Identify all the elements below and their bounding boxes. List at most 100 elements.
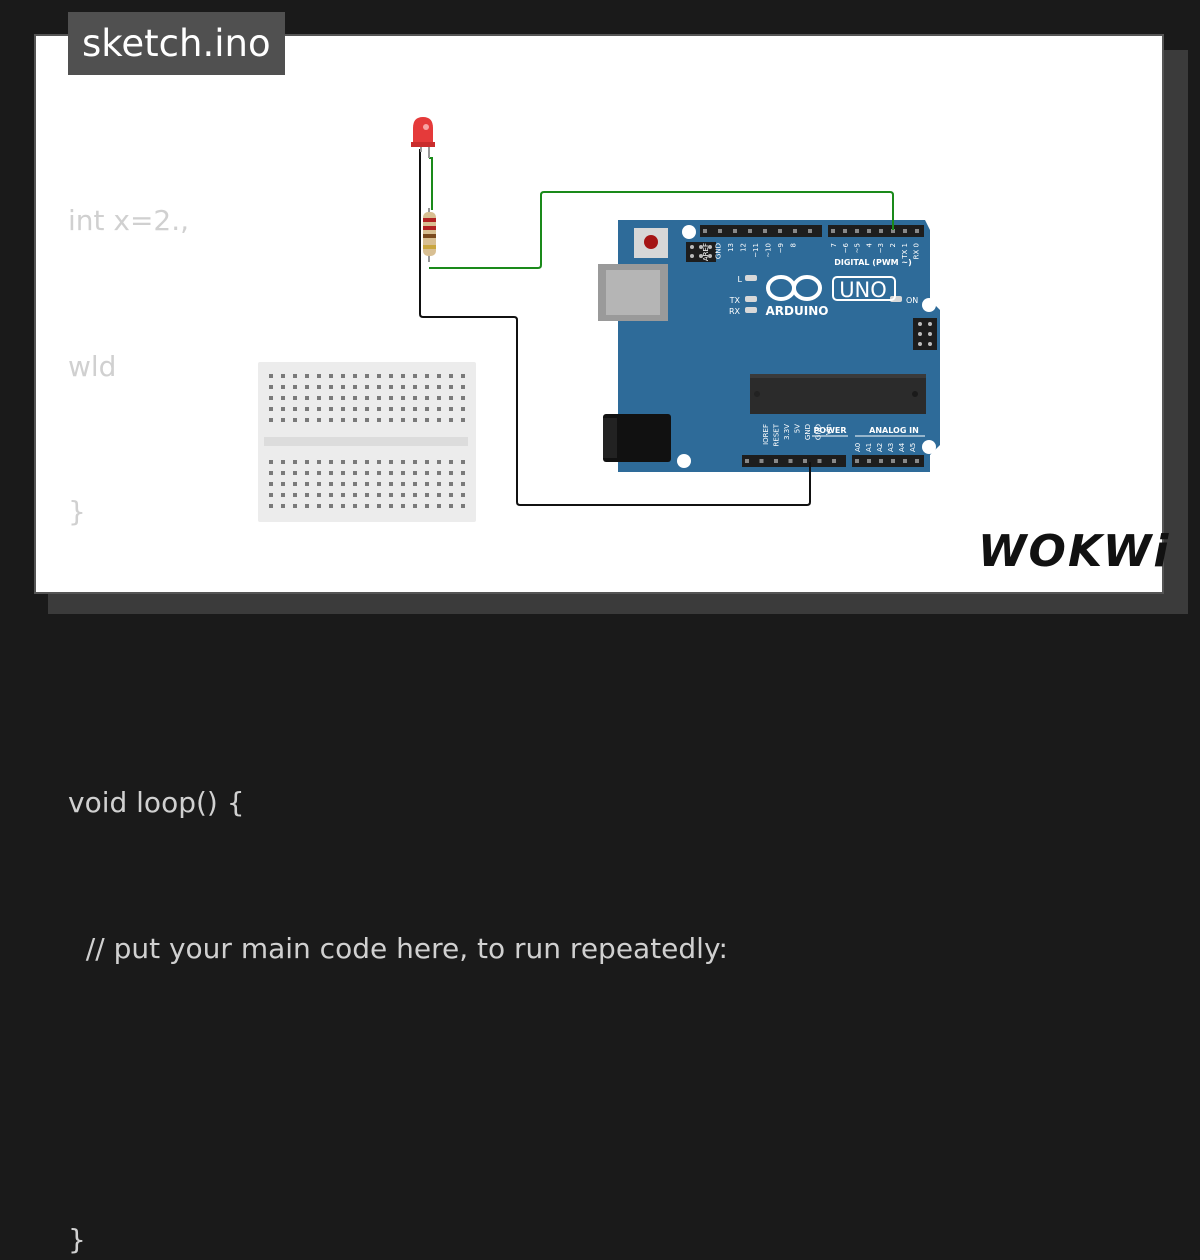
breadboard-hole xyxy=(317,418,321,422)
breadboard-hole xyxy=(305,418,309,422)
on-label: ON xyxy=(906,296,918,305)
breadboard[interactable] xyxy=(258,362,476,522)
pin-label: A1 xyxy=(865,443,873,452)
breadboard-hole xyxy=(293,385,297,389)
header-pin xyxy=(774,459,778,463)
breadboard-hole xyxy=(461,482,465,486)
breadboard-hole xyxy=(437,418,441,422)
breadboard-hole xyxy=(341,482,345,486)
header-pin xyxy=(748,229,752,233)
pin-label: 12 xyxy=(740,243,748,252)
breadboard-hole xyxy=(341,471,345,475)
breadboard-hole xyxy=(449,385,453,389)
breadboard-hole xyxy=(437,460,441,464)
breadboard-hole xyxy=(305,385,309,389)
breadboard-hole xyxy=(413,385,417,389)
breadboard-hole xyxy=(449,396,453,400)
breadboard-hole xyxy=(401,460,405,464)
header-pin xyxy=(831,229,835,233)
header-pin xyxy=(915,459,919,463)
breadboard-hole xyxy=(281,493,285,497)
header-analog xyxy=(852,455,924,467)
breadboard-hole xyxy=(353,493,357,497)
breadboard-hole xyxy=(437,407,441,411)
breadboard-hole xyxy=(329,374,333,378)
breadboard-hole xyxy=(341,504,345,508)
breadboard-hole xyxy=(269,396,273,400)
breadboard-hole xyxy=(401,504,405,508)
l-label: L xyxy=(738,275,743,284)
breadboard-hole xyxy=(377,482,381,486)
breadboard-hole xyxy=(437,504,441,508)
breadboard-hole xyxy=(317,493,321,497)
breadboard-hole xyxy=(461,493,465,497)
header-pin xyxy=(855,459,859,463)
breadboard-hole xyxy=(401,493,405,497)
header-pin xyxy=(891,459,895,463)
breadboard-hole xyxy=(401,418,405,422)
breadboard-hole xyxy=(305,493,309,497)
breadboard-hole xyxy=(317,460,321,464)
breadboard-hole xyxy=(353,396,357,400)
code-line xyxy=(68,634,728,683)
breadboard-hole xyxy=(269,493,273,497)
breadboard-hole xyxy=(389,418,393,422)
breadboard-hole xyxy=(305,482,309,486)
pin-label: ~5 xyxy=(854,243,862,253)
pin-label: A3 xyxy=(887,443,895,452)
breadboard-hole xyxy=(401,407,405,411)
pin-label: AREF xyxy=(702,243,710,261)
pin-label: ~9 xyxy=(777,243,785,253)
breadboard-hole xyxy=(389,407,393,411)
header-pin xyxy=(733,229,737,233)
breadboard-hole xyxy=(389,385,393,389)
breadboard-hole xyxy=(269,407,273,411)
breadboard-hole xyxy=(425,385,429,389)
breadboard-hole xyxy=(353,504,357,508)
breadboard-hole xyxy=(317,396,321,400)
pin-label: A0 xyxy=(854,443,862,452)
breadboard-hole xyxy=(425,407,429,411)
pin-label: Vin xyxy=(825,424,833,435)
breadboard-hole xyxy=(353,374,357,378)
breadboard-hole xyxy=(293,396,297,400)
breadboard-hole xyxy=(293,407,297,411)
pin-label: A2 xyxy=(876,443,884,452)
header-pin xyxy=(843,229,847,233)
breadboard-hole xyxy=(389,504,393,508)
breadboard-hole xyxy=(365,471,369,475)
pin-label: IOREF xyxy=(762,424,770,445)
breadboard-hole xyxy=(329,407,333,411)
breadboard-hole xyxy=(353,460,357,464)
breadboard-hole xyxy=(437,374,441,378)
breadboard-hole xyxy=(449,418,453,422)
breadboard-hole xyxy=(281,504,285,508)
header-pin xyxy=(879,229,883,233)
breadboard-hole xyxy=(269,471,273,475)
header-pin xyxy=(778,229,782,233)
breadboard-hole xyxy=(377,374,381,378)
breadboard-hole xyxy=(353,482,357,486)
header-pin xyxy=(808,229,812,233)
breadboard-hole xyxy=(449,504,453,508)
breadboard-hole xyxy=(377,460,381,464)
breadboard-hole xyxy=(425,460,429,464)
breadboard-hole xyxy=(389,374,393,378)
breadboard-hole xyxy=(425,482,429,486)
breadboard-hole xyxy=(449,493,453,497)
breadboard-hole xyxy=(449,471,453,475)
breadboard-hole xyxy=(401,482,405,486)
breadboard-hole xyxy=(293,374,297,378)
breadboard-hole xyxy=(353,418,357,422)
breadboard-hole xyxy=(449,460,453,464)
breadboard-hole xyxy=(425,504,429,508)
breadboard-hole xyxy=(365,407,369,411)
code-line: void loop() { xyxy=(68,779,728,828)
arduino-uno-board[interactable]: UNO ARDUINO DIGITAL (PWM ~) L TX RX ON P… xyxy=(598,220,940,472)
breadboard-hole xyxy=(401,471,405,475)
header-pin xyxy=(818,459,822,463)
red-led[interactable] xyxy=(411,117,435,158)
breadboard-hole xyxy=(461,471,465,475)
resistor[interactable] xyxy=(423,208,436,262)
pin-label: RESET xyxy=(773,423,781,446)
